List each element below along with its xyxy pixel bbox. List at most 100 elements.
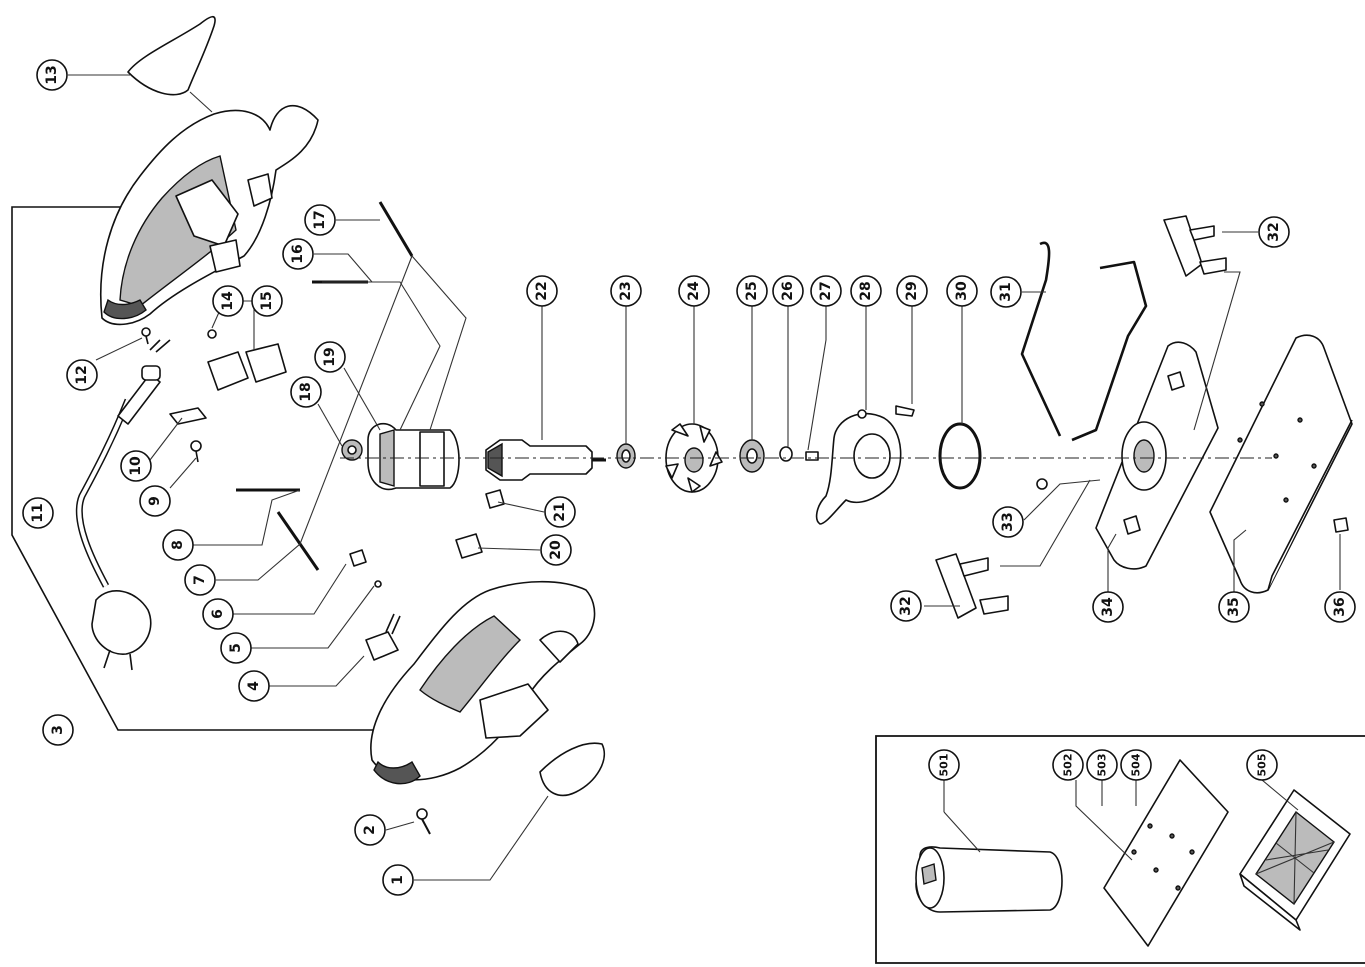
callout-8: 8 [162,529,194,561]
svg-text:29: 29 [904,281,920,300]
svg-text:504: 504 [1130,753,1143,776]
svg-text:15: 15 [259,291,275,310]
callout-36: 36 [1324,591,1356,623]
screw-2 [416,808,431,835]
screw-12 [141,327,151,345]
accessories-inset: 501 502 503 504 505 [875,735,1365,964]
switch-20 [455,533,483,559]
callout-26: 26 [772,275,804,307]
callout-14: 14 [212,285,244,317]
paper-clamp-spring-left [1020,241,1062,437]
callout-35: 35 [1218,591,1250,623]
seal-ring [938,422,982,490]
callout-25: 25 [736,275,768,307]
screw-27 [805,451,819,461]
callout-34: 34 [1092,591,1124,623]
armature [485,439,606,481]
callout-13: 13 [36,59,68,91]
svg-text:30: 30 [954,281,970,301]
svg-text:13: 13 [44,65,60,84]
power-plug [91,590,152,655]
screw-5 [374,580,382,588]
svg-text:505: 505 [1256,754,1269,777]
svg-text:503: 503 [1096,754,1109,777]
callout-21: 21 [544,496,576,528]
callout-27: 27 [810,275,842,307]
svg-text:6: 6 [210,609,226,619]
callout-503: 503 [1086,749,1118,781]
callout-33: 33 [992,506,1024,538]
callout-23: 23 [610,275,642,307]
bushing-6 [349,549,367,567]
dust-container [915,846,1063,913]
callout-28: 28 [850,275,882,307]
svg-text:33: 33 [1000,512,1016,531]
callout-1: 1 [382,864,414,896]
stator [367,422,460,491]
svg-text:9: 9 [147,496,163,506]
svg-text:2: 2 [362,825,378,835]
clamp-lever-bottom [935,553,1009,619]
callout-11: 11 [22,497,54,529]
svg-text:16: 16 [290,244,306,263]
screw-33 [1036,478,1048,490]
callout-17: 17 [304,204,336,236]
bearing-housing [815,409,902,525]
svg-text:14: 14 [220,291,236,311]
capacitor-4 [365,631,399,661]
cord-guard [117,373,161,425]
sanding-sheet [1103,759,1229,947]
sanding-pad [1209,334,1353,594]
svg-text:20: 20 [548,540,564,560]
callout-505: 505 [1246,749,1278,781]
callout-2: 2 [354,814,386,846]
callout-20: 20 [540,534,572,566]
svg-text:502: 502 [1062,754,1075,777]
svg-text:25: 25 [744,281,760,300]
svg-text:22: 22 [534,281,550,300]
terminal-21 [485,489,505,509]
screw-29 [895,405,915,417]
switch-cover [127,15,216,96]
callout-3: 3 [42,714,74,746]
callout-504: 504 [1120,749,1152,781]
svg-text:36: 36 [1332,597,1348,616]
housing-group-bracket [11,206,380,731]
svg-text:21: 21 [552,502,568,521]
svg-text:35: 35 [1226,597,1242,616]
callout-4: 4 [238,670,270,702]
svg-text:5: 5 [228,643,244,653]
callout-501: 501 [928,749,960,781]
callout-19: 19 [314,341,346,373]
svg-text:3: 3 [50,725,66,735]
paper-clamp-spring-right [1071,260,1148,442]
svg-text:34: 34 [1100,597,1116,617]
svg-text:501: 501 [938,754,951,777]
svg-text:11: 11 [30,503,46,522]
base-plate [1095,341,1219,570]
svg-text:4: 4 [246,681,262,691]
callout-10: 10 [120,450,152,482]
svg-text:18: 18 [298,382,314,401]
svg-text:23: 23 [618,281,634,300]
screw-36 [1333,517,1349,533]
callout-29: 29 [896,275,928,307]
svg-text:8: 8 [170,540,186,550]
callout-24: 24 [678,275,710,307]
perforated-pad [1239,789,1351,931]
housing-half-top [99,104,319,326]
callout-15: 15 [251,285,283,317]
callout-22: 22 [526,275,558,307]
svg-text:1: 1 [390,875,406,885]
callout-502: 502 [1052,749,1084,781]
lead-wire-7 [276,511,320,571]
clamp-lever-top [1163,215,1227,277]
housing-half-bottom [370,580,596,785]
svg-text:7: 7 [192,575,208,585]
svg-text:19: 19 [322,347,338,366]
washer-26 [779,446,793,462]
cord-clamp [169,407,207,425]
callout-6: 6 [202,598,234,630]
svg-text:12: 12 [74,365,90,384]
